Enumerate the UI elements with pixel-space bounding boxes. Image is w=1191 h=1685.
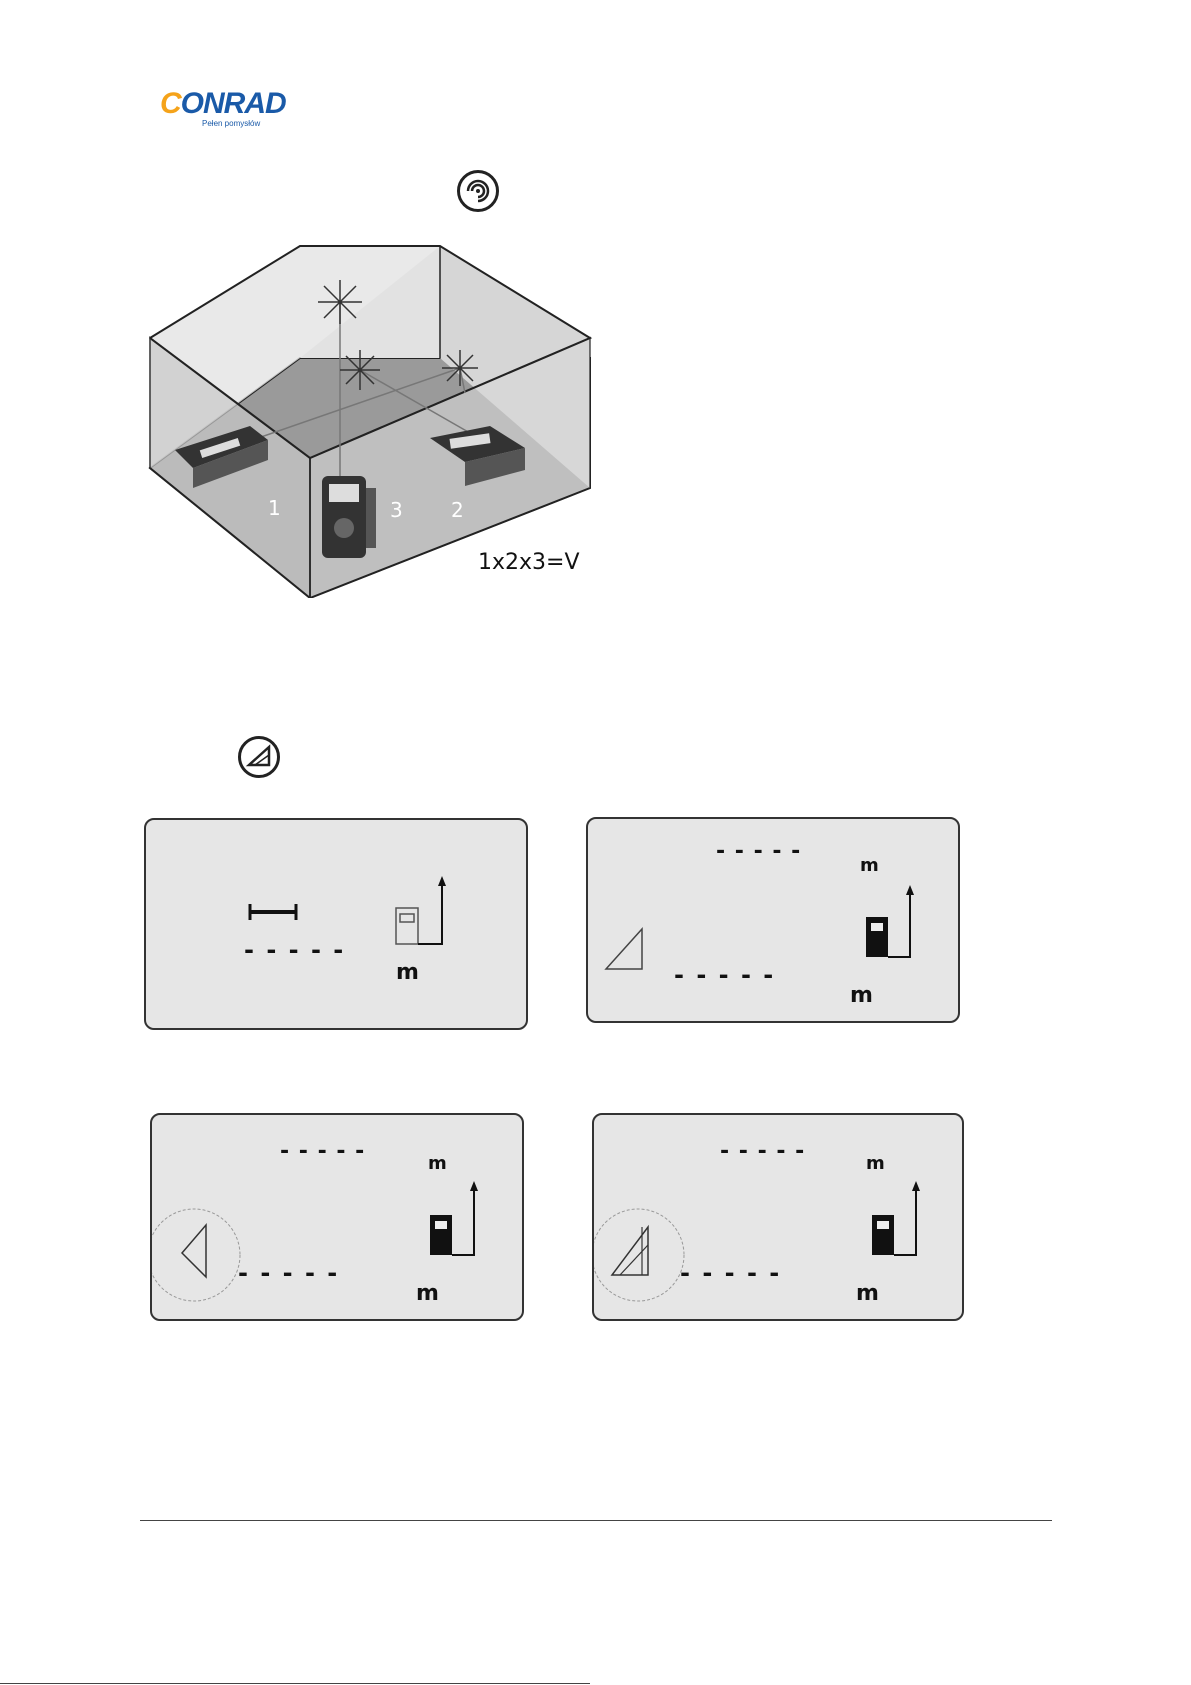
logo-tagline: Pełen pomysłów [202, 119, 260, 128]
device-reference-icon [430, 1181, 478, 1255]
logo-initial: C [160, 87, 181, 120]
unit-bottom: m [416, 1281, 439, 1306]
axis-label-3: 3 [390, 498, 403, 522]
distance-unit: m [396, 960, 419, 985]
distance-line-icon [250, 904, 296, 920]
device-reference-icon [872, 1181, 920, 1255]
reading-bottom: - - - - - [674, 961, 775, 989]
footer-divider [140, 1520, 1052, 1521]
lcd-panel-distance: - - - - - m [144, 818, 528, 1030]
partial-height-triangle-icon [612, 1227, 648, 1275]
volume-measurement-illustration: 1 3 2 1x2x3=V [140, 238, 620, 598]
unit-top: m [866, 1153, 885, 1174]
distance-reading: - - - - - [244, 936, 345, 964]
logo-brand: ONRAD [181, 87, 286, 120]
device-reference-icon [396, 876, 446, 944]
unit-top: m [428, 1153, 447, 1174]
lcd-panel-pythagoras-2: - - - - - m - - - - - m [150, 1113, 524, 1321]
unit-bottom: m [856, 1281, 879, 1306]
triangle-highlight-icon [182, 1225, 206, 1277]
reading-top: - - - - - [720, 1139, 805, 1164]
volume-formula: 1x2x3=V [478, 550, 580, 575]
triangle-icon [606, 929, 642, 969]
unit-top: m [860, 855, 879, 876]
unit-bottom: m [850, 983, 873, 1008]
lcd-panel-pythagoras-3: - - - - - m - - - - - m [592, 1113, 964, 1321]
reading-top: - - - - - [716, 839, 801, 864]
distance-meter-3 [322, 476, 376, 558]
reading-bottom: - - - - - [238, 1259, 339, 1287]
axis-label-2: 2 [451, 498, 464, 522]
lcd-panel-pythagoras-1: - - - - - m - - - - - m [586, 817, 960, 1023]
reading-bottom: - - - - - [680, 1259, 781, 1287]
pythagoras-mode-icon [238, 736, 280, 778]
page-bottom-rule [0, 1683, 590, 1684]
device-reference-icon [866, 885, 914, 957]
volume-mode-icon [457, 170, 499, 212]
axis-label-1: 1 [268, 496, 281, 520]
reading-top: - - - - - [280, 1139, 365, 1164]
conrad-logo: CONRAD Pełen pomysłów [160, 88, 280, 134]
